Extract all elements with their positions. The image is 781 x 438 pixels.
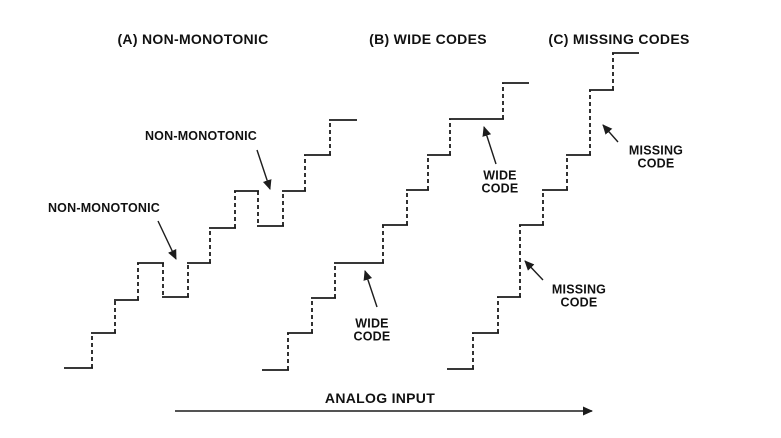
annotation-non-monotonic-upper: NON-MONOTONIC xyxy=(145,129,272,190)
annotation-arrow-wide-code-lower xyxy=(363,270,378,308)
staircase-c-missing-codes xyxy=(447,52,639,370)
annotation-arrow-wide-code-upper xyxy=(482,126,497,165)
staircase-a-non-monotonic xyxy=(64,119,357,369)
annotation-arrow-missing-code-upper xyxy=(602,124,619,143)
analog-input-label: ANALOG INPUT xyxy=(325,390,435,406)
staircase-b-wide-codes xyxy=(262,82,529,371)
annotation-arrow-missing-code-lower xyxy=(524,260,544,281)
annotation-label-non-monotonic-upper: NON-MONOTONIC xyxy=(145,129,257,143)
annotation-label-non-monotonic-lower: NON-MONOTONIC xyxy=(48,201,160,215)
annotation-non-monotonic-lower: NON-MONOTONIC xyxy=(48,201,177,260)
annotation-arrow-non-monotonic-lower xyxy=(157,220,177,260)
panel-title-b: (B) WIDE CODES xyxy=(369,31,487,47)
annotation-arrow-non-monotonic-upper xyxy=(256,149,272,190)
panel-title-a: (A) NON-MONOTONIC xyxy=(117,31,268,47)
panel-title-c: (C) MISSING CODES xyxy=(548,31,689,47)
